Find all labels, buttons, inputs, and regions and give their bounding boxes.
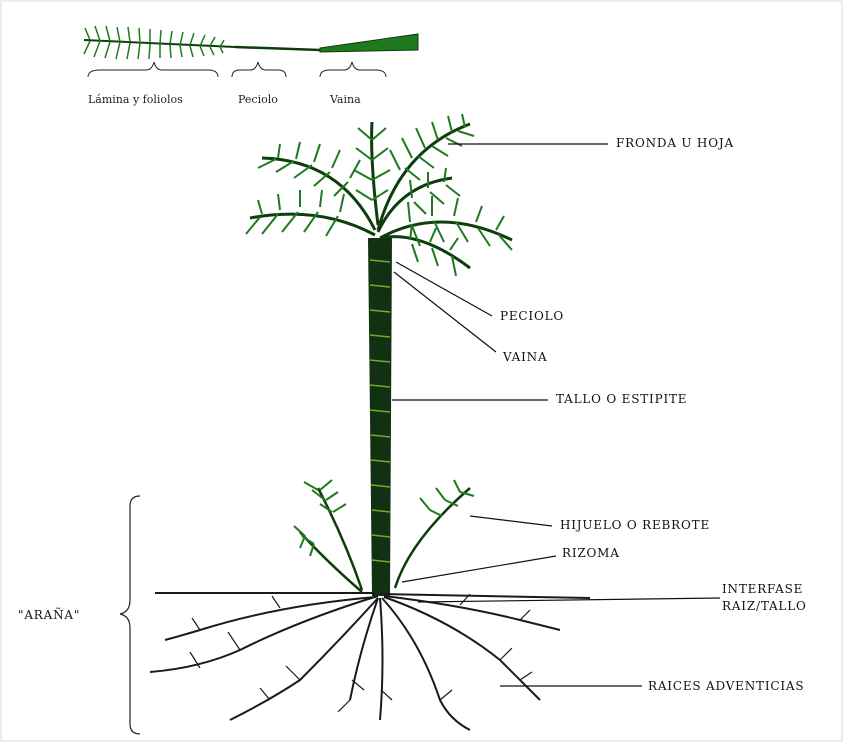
label-peciolo: PECIOLO xyxy=(500,309,564,323)
label-interfase-line1: INTERFASE xyxy=(722,582,803,596)
label-fronda: FRONDA U HOJA xyxy=(616,136,734,150)
label-hijuelo: HIJUELO O REBROTE xyxy=(560,518,710,532)
label-raices: RAICES ADVENTICIAS xyxy=(648,679,804,693)
caption-lamina: Lámina y foliolos xyxy=(88,93,183,106)
stem-body xyxy=(368,238,392,596)
label-rizoma: RIZOMA xyxy=(562,546,620,560)
label-arana: "ARAÑA" xyxy=(18,608,80,622)
caption-peciolo: Peciolo xyxy=(238,93,278,106)
label-interfase-line2: RAIZ/TALLO xyxy=(722,599,807,613)
caption-vaina: Vaina xyxy=(330,93,361,106)
palm-stem xyxy=(368,238,392,596)
label-vaina: VAINA xyxy=(503,350,547,364)
label-tallo: TALLO O ESTIPITE xyxy=(556,392,687,406)
